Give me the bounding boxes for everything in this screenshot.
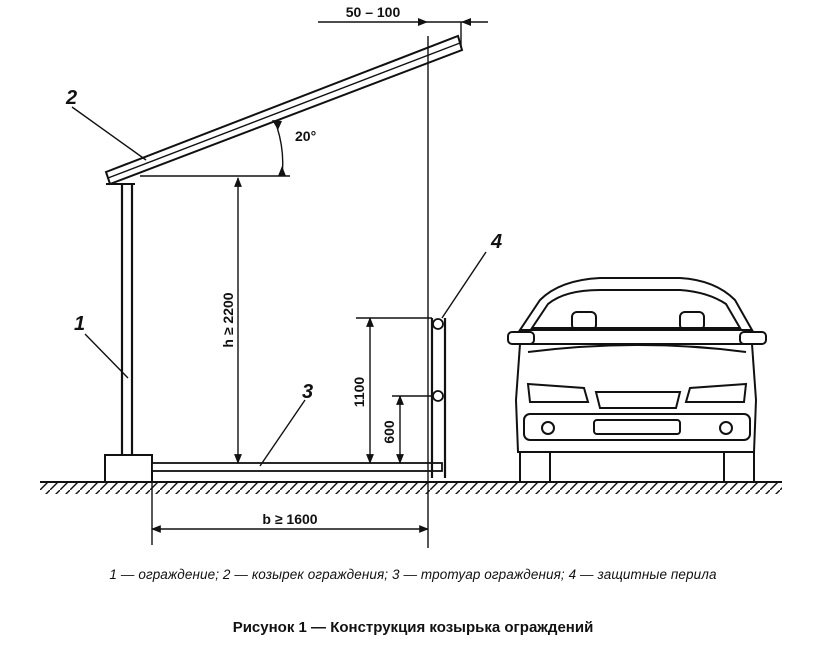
canopy-roof — [104, 34, 464, 186]
callout-3-label: 3 — [302, 381, 313, 403]
figure-caption: Рисунок 1 — Конструкция козырька огражде… — [232, 619, 594, 636]
callout-1: 1 — [74, 313, 129, 379]
legend-item: 4 — защитные перила — [568, 567, 717, 582]
walkway — [151, 462, 443, 472]
callout-4-label: 4 — [490, 231, 502, 253]
fence-post — [120, 183, 134, 455]
ground — [40, 481, 782, 494]
car-front-view — [507, 277, 767, 483]
width-label: b ≥ 1600 — [262, 511, 317, 527]
legend: 1 — ограждение; 2 — козырек ограждения; … — [0, 567, 826, 582]
canopy-diagram: 50 – 100 20° h ≥ 2200 1100 600 b ≥ 1600 … — [40, 4, 782, 548]
gap-dimension-label: 50 – 100 — [346, 4, 401, 20]
callout-1-label: 1 — [74, 313, 85, 335]
legend-item: 2 — козырек ограждения; — [222, 567, 393, 582]
legend-item: 3 — тротуар ограждения; — [392, 567, 569, 582]
callout-2: 2 — [65, 87, 147, 161]
callout-4: 4 — [441, 231, 502, 319]
height-label: h ≥ 2200 — [220, 292, 236, 347]
angle-label: 20° — [295, 128, 316, 144]
rail-high-label: 1100 — [351, 377, 367, 408]
legend-item: 1 — ограждение; — [109, 567, 223, 582]
angle-dimension: 20° — [140, 120, 316, 177]
post-foundation — [104, 454, 153, 483]
rail-dimension: 1100 600 — [351, 317, 432, 464]
rail-low-label: 600 — [381, 420, 397, 444]
gap-dimension: 50 – 100 — [318, 4, 488, 26]
width-dimension: b ≥ 1600 — [151, 470, 429, 545]
protective-railing — [430, 318, 447, 478]
callout-2-label: 2 — [65, 87, 77, 109]
height-dimension: h ≥ 2200 — [220, 177, 242, 464]
callout-3: 3 — [259, 381, 313, 467]
